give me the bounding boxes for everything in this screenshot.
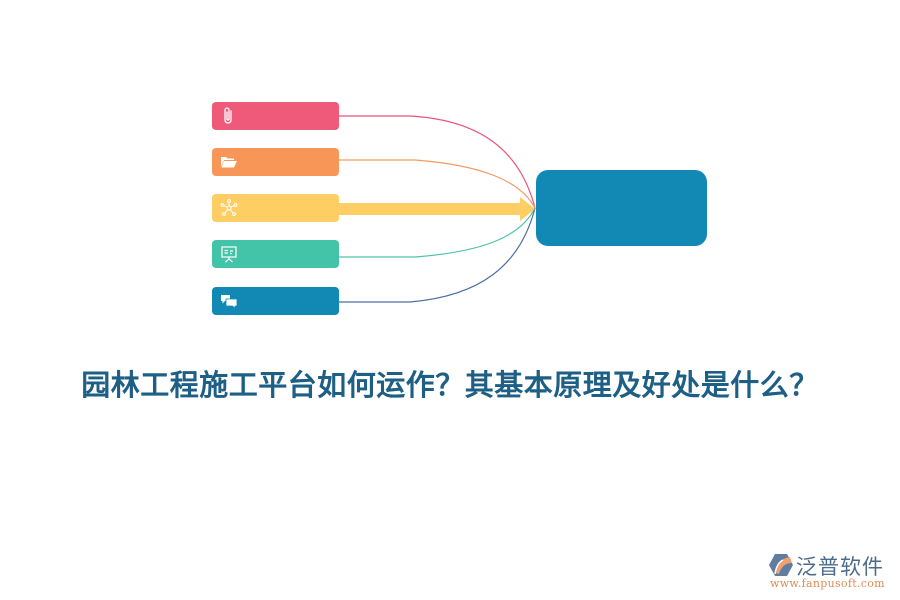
presentation-board-icon — [221, 246, 237, 263]
node-bar-4 — [212, 240, 339, 268]
page-title: 园林工程施工平台如何运作？其基本原理及好处是什么？ — [81, 368, 819, 402]
node-bar-3 — [212, 194, 339, 222]
center-node-box — [536, 170, 707, 246]
connector-line-5 — [339, 207, 536, 303]
main-arrow — [339, 197, 535, 221]
network-icon — [220, 199, 238, 216]
brand-logo: 泛普软件 www.fanpusoft.com — [768, 553, 898, 593]
connector-line-2 — [339, 159, 536, 209]
chat-bubbles-icon — [221, 295, 238, 310]
node-bar-5 — [212, 287, 339, 315]
node-bar-1 — [212, 102, 339, 130]
logo-brand-name: 泛普软件 — [796, 555, 884, 579]
connector-line-1 — [339, 115, 536, 209]
mind-map-diagram — [212, 102, 707, 315]
fanpu-logo-icon — [769, 554, 793, 576]
node-bar-2 — [212, 148, 339, 176]
connector-line-4 — [339, 207, 536, 258]
connector-lines — [339, 115, 536, 303]
logo-website-url: www.fanpusoft.com — [770, 577, 885, 590]
paperclip-icon — [224, 107, 232, 124]
folder-open-icon — [221, 157, 237, 168]
